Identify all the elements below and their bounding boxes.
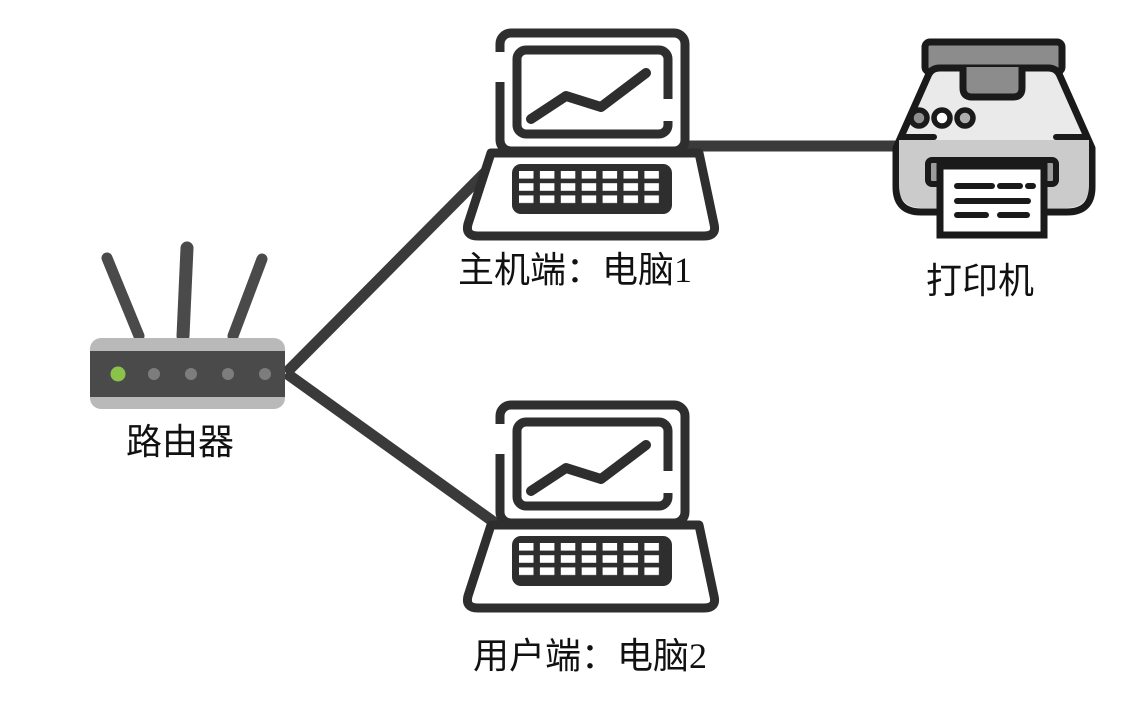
printer-lid-tab [959, 67, 1026, 101]
router-led [259, 368, 271, 380]
router-antenna-middle [176, 241, 194, 343]
computer2-label: 用户端：电脑2 [472, 636, 708, 676]
router-led [148, 368, 160, 380]
router-label: 路由器 [125, 422, 235, 462]
printer-button-1 [908, 107, 930, 129]
router-led [185, 368, 197, 380]
link-router-computer2 [282, 368, 534, 553]
router-antenna-left [101, 252, 145, 342]
computer1-icon [467, 33, 714, 236]
printer-button-2 [931, 107, 953, 129]
computer2-icon [467, 405, 714, 608]
router-icon [90, 241, 285, 409]
printer-button-3 [954, 107, 976, 129]
router-antenna-right [227, 253, 268, 342]
printer-paper-text-lines [954, 183, 1036, 218]
printer-label: 打印机 [925, 261, 1035, 301]
router-led [222, 368, 234, 380]
router-led-active [110, 366, 126, 382]
printer-icon [892, 38, 1096, 239]
computer1-label: 主机端：电脑1 [457, 250, 693, 290]
